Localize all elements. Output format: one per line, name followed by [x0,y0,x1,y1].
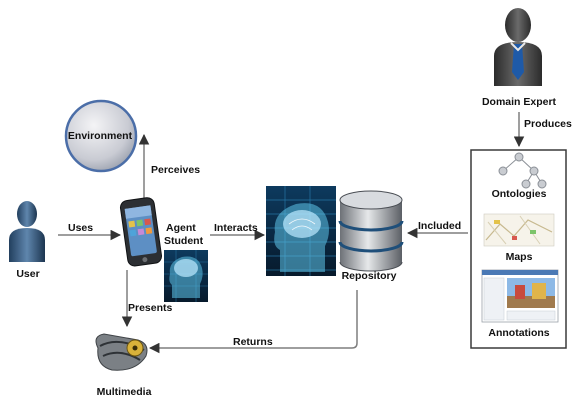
agent-label: Agent [166,222,196,234]
film-reel-icon [95,333,148,371]
digital-brain-head-image [266,186,336,276]
person-silhouette-icon [9,201,45,262]
annotations-label: Annotations [488,327,550,339]
database-cylinder-icon [338,190,404,272]
uses-label: Uses [68,222,94,234]
annotation-tool-screenshot-icon [481,269,559,323]
returns-label: Returns [233,336,273,348]
presents-label: Presents [128,302,173,314]
maps-label: Maps [505,251,533,263]
student-label: Student [164,235,204,247]
included-label: Included [418,220,462,232]
tree-graph-icon [498,152,547,189]
map-thumbnail-icon [483,213,555,247]
sphere-icon [64,99,138,173]
produces-label: Produces [524,118,572,130]
user-label: User [16,268,40,280]
environment-label: Environment [67,130,133,142]
perceives-label: Perceives [151,164,201,176]
digital-brain-head-image [164,250,208,302]
domain-expert-label: Domain Expert [481,96,557,108]
businessman-silhouette-icon [494,8,542,86]
multimedia-label: Multimedia [96,386,152,398]
ontologies-label: Ontologies [491,188,547,200]
repository-label: Repository [341,270,397,282]
arrow-returns [148,290,358,354]
smartphone-icon [119,197,163,267]
interacts-label: Interacts [214,222,258,234]
